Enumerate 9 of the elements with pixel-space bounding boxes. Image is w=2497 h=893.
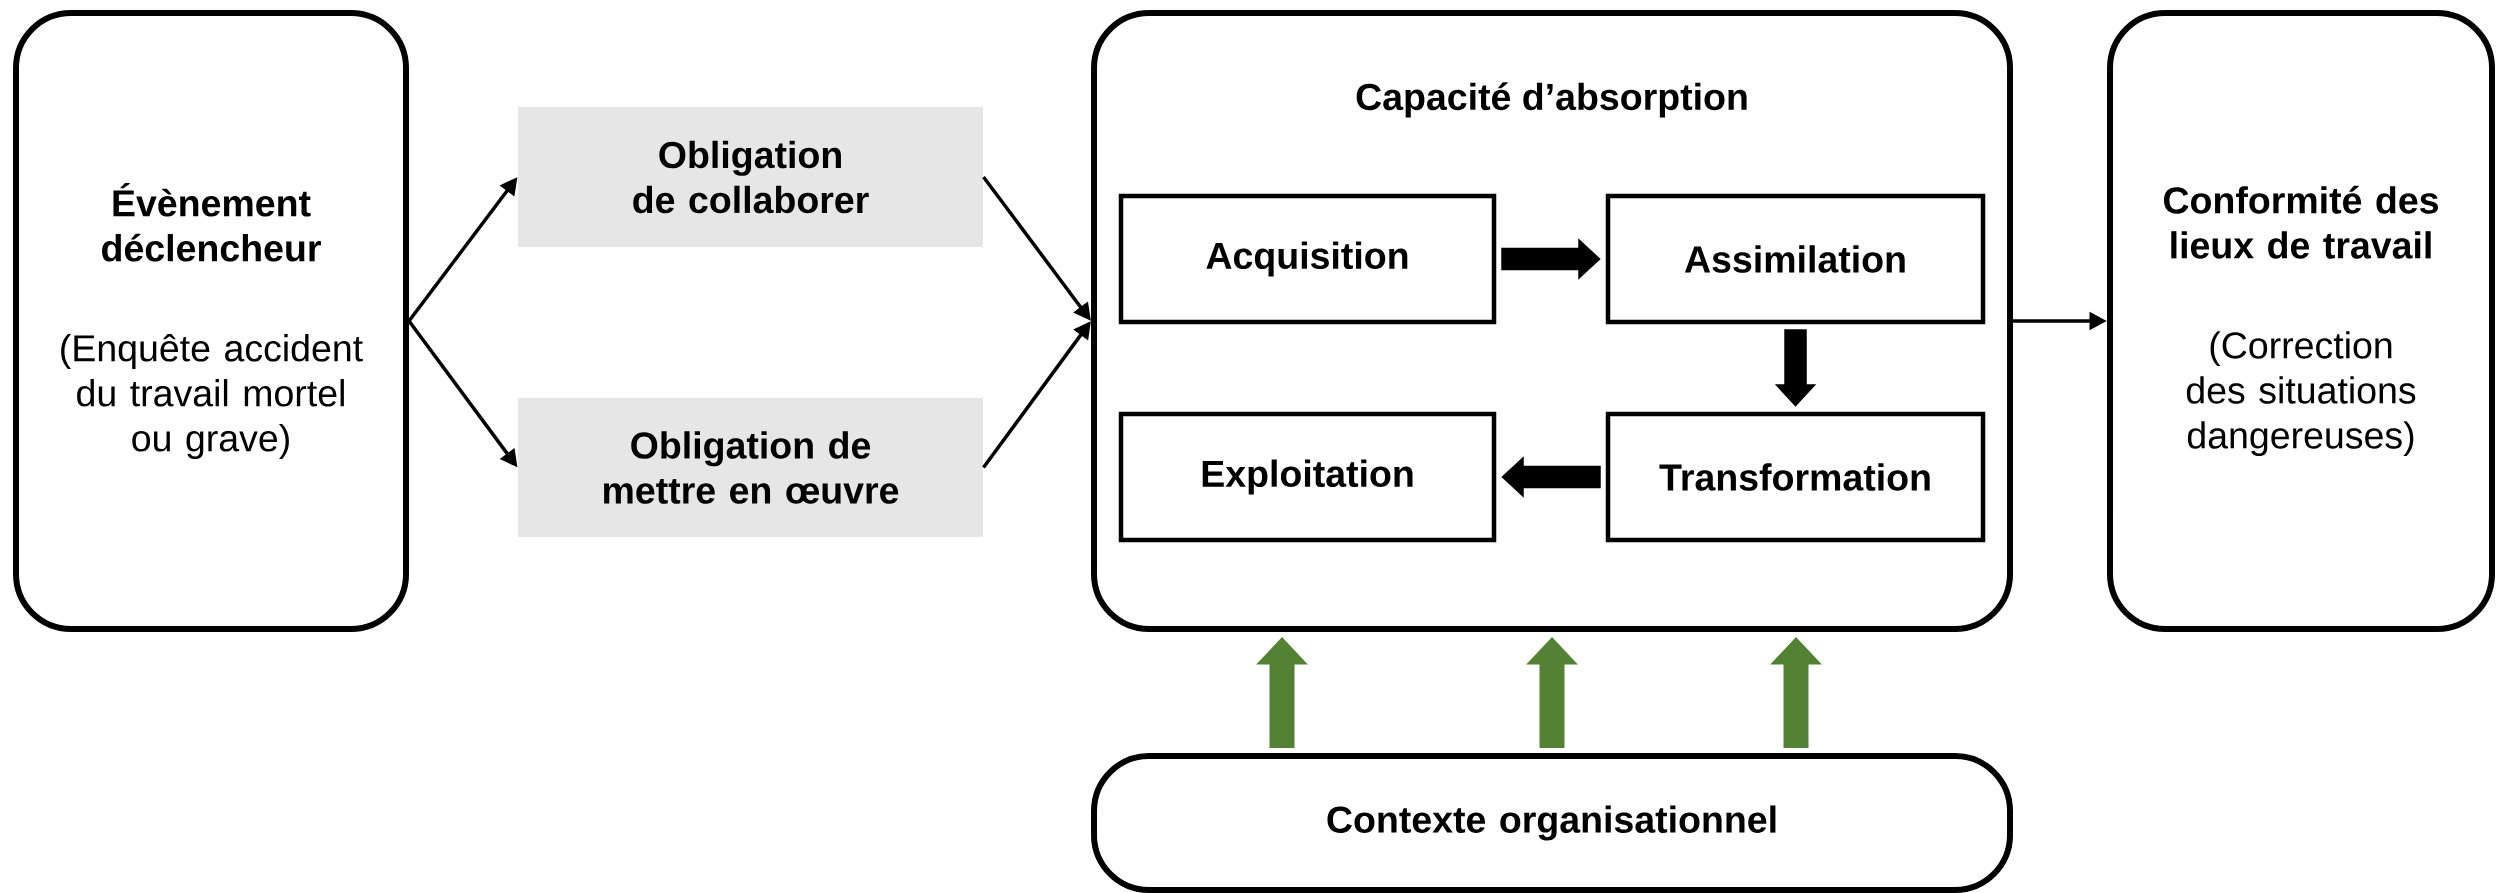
process-box: Exploitation: [1118, 411, 1497, 543]
rounded-box: Évènement déclencheur (Enquête accident du travail mortel ou grave): [13, 10, 409, 632]
process-box: Acquisition: [1118, 193, 1497, 325]
shaded-box: Obligation de collaborer: [518, 107, 983, 247]
shaded-box: Obligation de mettre en œuvre: [518, 398, 983, 537]
rounded-box: Conformité des lieux de travail (Correction des situations dangereuses): [2107, 10, 2495, 632]
process-box: Assimilation: [1605, 193, 1986, 325]
process-box: Transformation: [1605, 411, 1986, 543]
rounded-box: Contexte organisationnel: [1091, 753, 2013, 893]
